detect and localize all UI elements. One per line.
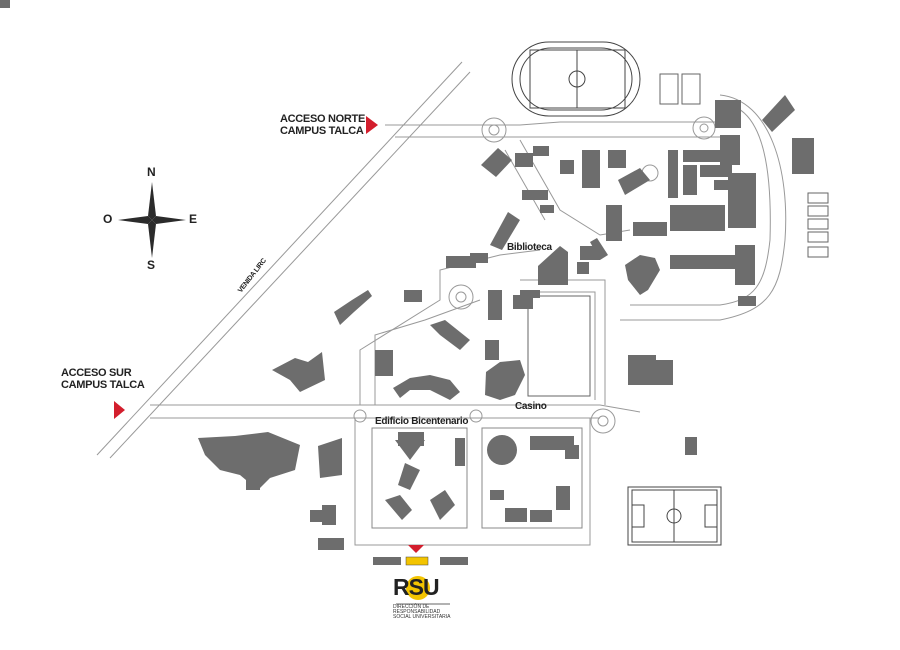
compass-west: O [103,212,113,226]
casino-label: Casino [515,401,547,412]
rsu-logo-u: U [422,574,440,600]
north-access-line2: CAMPUS TALCA [280,125,364,137]
biblioteca-label: Biblioteca [507,242,552,253]
south-access-label: ACCESO SUR CAMPUS TALCA [61,367,145,391]
roundabouts [353,116,716,434]
courts [527,73,829,397]
north-access-marker [366,116,378,134]
north-road [385,121,720,126]
rsu-logo-line1: DIRECCIÓN DE [393,604,430,610]
rsu-logo-mark [396,576,450,605]
middle-road [150,404,641,413]
north-access-label: ACCESO NORTE CAMPUS TALCA [280,113,365,137]
compass-east: E [189,212,197,226]
central-ring [359,249,541,405]
athletics-track [511,41,641,117]
blocks [371,427,583,529]
rsu-logo: RSU DIRECCIÓN DE RESPONSABILIDAD SOCIAL … [393,574,451,620]
rsu-logo-line2: RESPONSABILIDAD [393,609,441,615]
avenue-road [96,61,463,456]
rsu-location [405,556,429,566]
avenue-road-edge [109,71,471,459]
rsu-logo-r: R [393,574,410,600]
rsu-logo-s: S [408,574,424,600]
rsu-marker [408,545,424,553]
compass-south: S [147,258,155,272]
north-access-line1: ACCESO NORTE [280,113,366,125]
campus-loop [620,94,787,321]
field-road-2 [520,291,596,400]
compass-north: N [147,165,156,179]
south-access-marker [114,401,125,419]
slope-road-2 [504,149,546,221]
access-markers [114,116,424,553]
roads [96,61,787,546]
soccer-field [627,486,722,546]
edificio-bicentenario-label: Edificio Bicentenario [375,416,469,427]
south-access-line2: CAMPUS TALCA [61,379,145,391]
west-block-road [354,418,591,546]
rsu-logo-letters: RSU [393,574,451,601]
buildings [0,0,814,565]
south-access-line1: ACCESO SUR [61,367,132,379]
rsu-logo-line3: SOCIAL UNIVERSITARIA [393,614,451,620]
compass-rose [118,182,186,258]
